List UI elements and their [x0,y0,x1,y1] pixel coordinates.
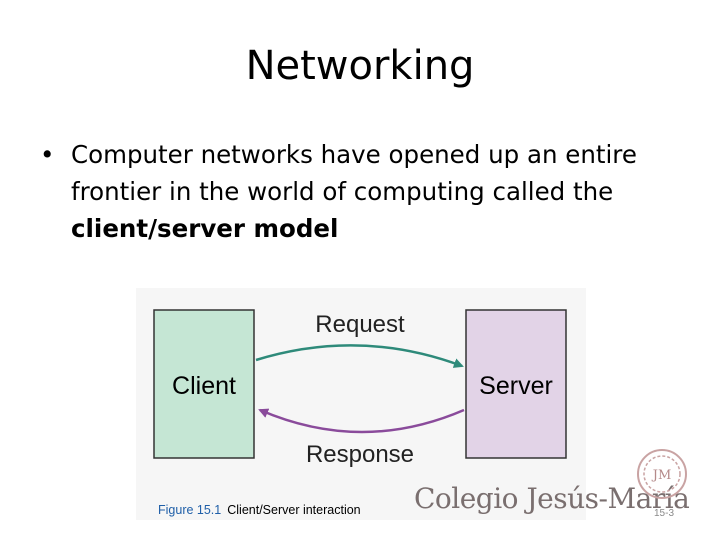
logo-text: Colegio Jesús-María [414,482,690,515]
figure-caption: Figure 15.1 Client/Server interaction [158,502,361,518]
client-label: Client [172,372,236,400]
client-server-figure: Client Server Request Response [136,288,586,520]
request-arrow [255,344,464,368]
client-server-diagram: Client Server Request Response [153,309,567,468]
caption-number: Figure 15.1 [158,503,222,517]
slide-title: Networking [245,43,475,89]
seal-text: JM [651,468,672,483]
school-seal-icon: JM [637,449,687,499]
caption-text: Client/Server interaction [227,503,361,517]
client-box [153,309,255,459]
response-arrow [258,408,465,434]
page-number: 15-3 [654,508,675,519]
server-label: Server [479,372,553,400]
school-logo: Colegio Jesús-María [414,476,714,536]
request-label: Request [315,311,405,338]
bullet-text: Computer networks have opened up an enti… [71,136,711,247]
bullet-text-plain: Computer networks have opened up an enti… [71,140,637,206]
server-box [465,309,567,459]
bullet-text-bold: client/server model [71,214,339,243]
response-label: Response [306,441,414,468]
bullet-dot: • [40,140,55,169]
